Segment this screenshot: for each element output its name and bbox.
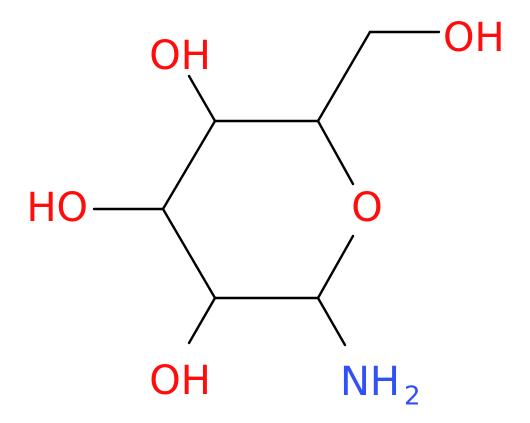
bond-oring-c1 [316, 234, 355, 300]
bond-c3-c4 [161, 119, 217, 211]
bond-c5-c6 [316, 30, 372, 123]
label-oh-top-right: OH [443, 15, 505, 61]
label-oh-top: OH [149, 33, 211, 79]
label-amine: NH [340, 359, 400, 405]
label-ring-oxygen: O [351, 185, 382, 231]
bond-c5-oring [316, 119, 355, 186]
bond-c1-n [316, 296, 347, 347]
label-amine-subscript: 2 [404, 382, 421, 412]
bond-c2-c3 [161, 207, 217, 300]
bond-c2-oh [187, 296, 217, 345]
bond-c4-oh [187, 74, 217, 123]
label-ho-left: HO [26, 185, 88, 231]
label-oh-bottom: OH [149, 358, 211, 404]
